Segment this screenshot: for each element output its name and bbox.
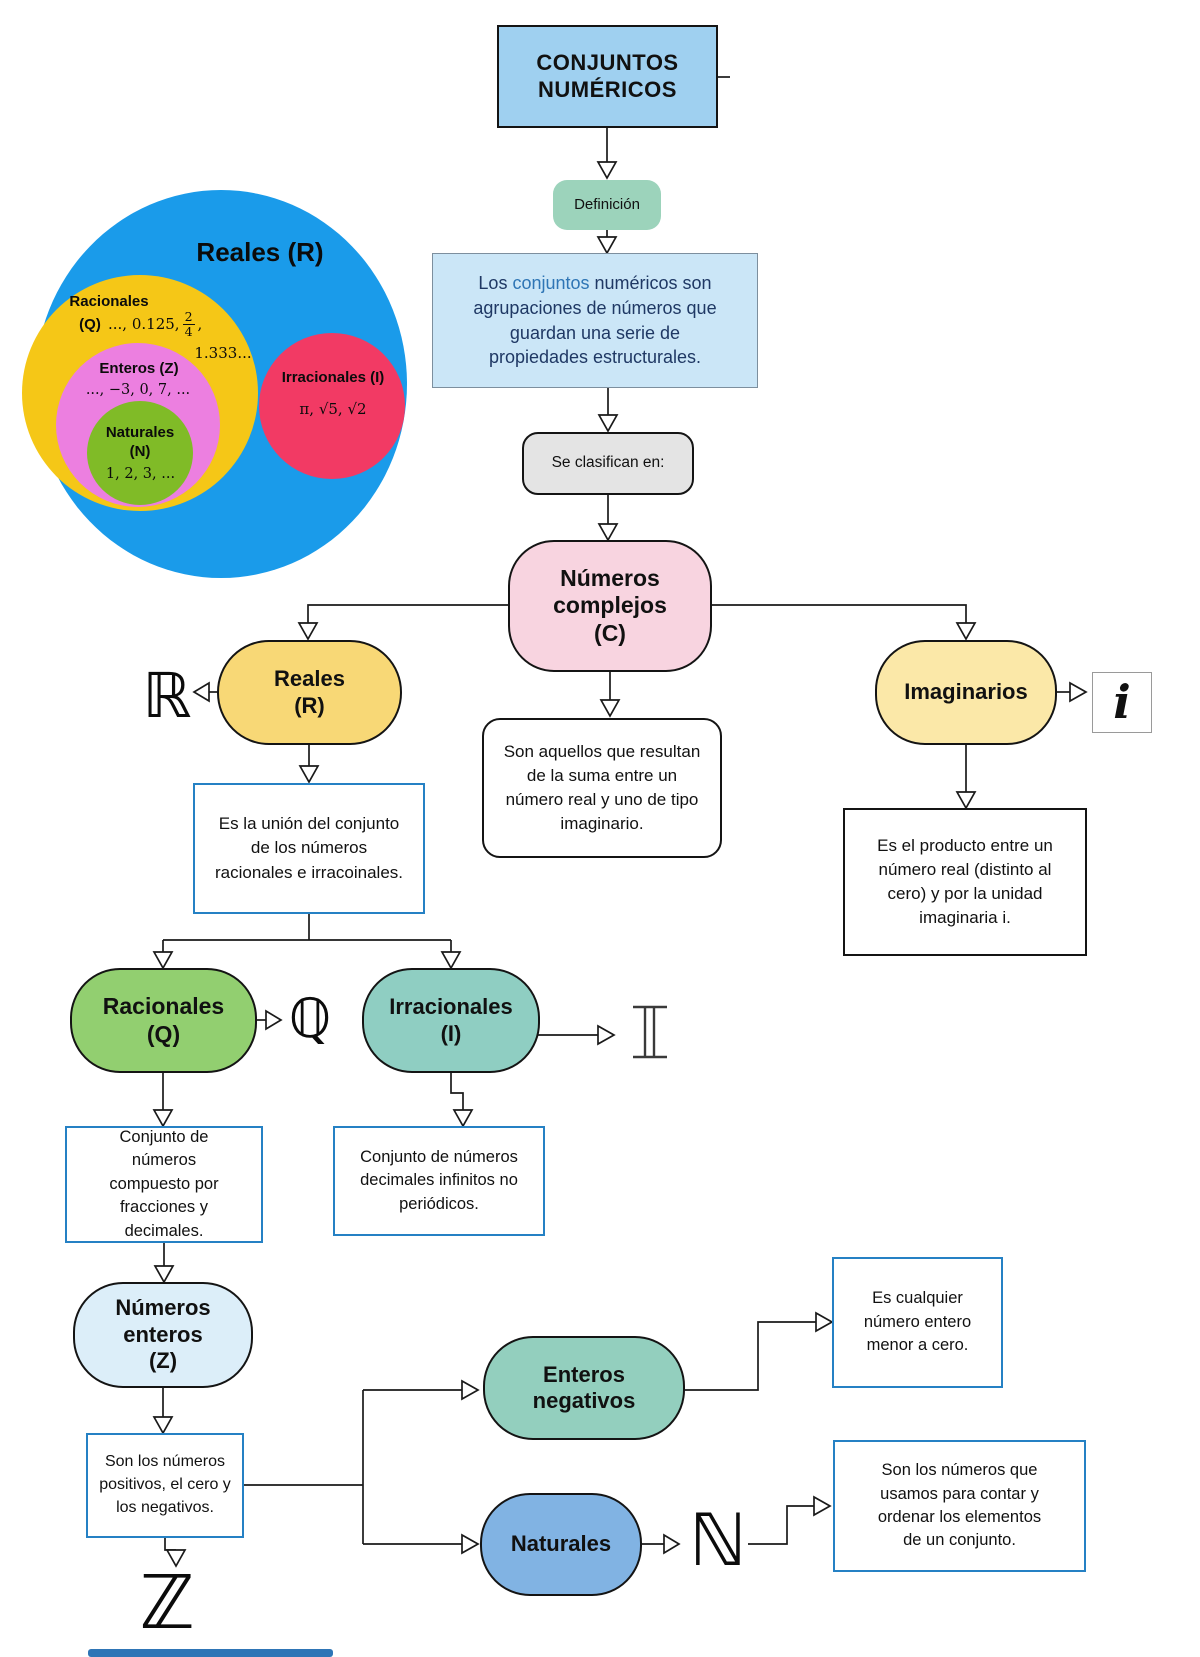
integer-numbers-symbol: ℤ: [139, 1560, 195, 1646]
venn-naturales-sub: (N): [129, 443, 151, 460]
venn-racionales-sub: (Q): [79, 316, 101, 333]
imaginary-unit-symbol: i: [1092, 672, 1152, 733]
complejos-node: Números complejos (C): [508, 540, 712, 672]
venn-racionales-label: Racionales: [69, 293, 149, 310]
venn-racionales-examples2: 1.333...: [194, 344, 252, 362]
clasifican-node: Se clasifican en:: [522, 432, 694, 495]
imaginarios-description-box: Es el producto entre un número real (dis…: [843, 808, 1087, 956]
venn-enteros-examples: ..., −3, 0, 7, ...: [85, 382, 191, 398]
reales-description-box: Es la unión del conjunto de los números …: [193, 783, 425, 914]
venn-reales-label: Reales (R): [196, 237, 324, 267]
venn-irracionales-examples: π, √5, √2: [299, 400, 367, 418]
venn-naturales-label: Naturales: [105, 424, 175, 441]
enteros-description-box: Son los números positivos, el cero y los…: [86, 1433, 244, 1538]
definition-box: Los conjuntos numéricos son agrupaciones…: [432, 253, 758, 388]
fraction: 2 4: [182, 309, 195, 339]
irracionales-description-box: Conjunto de números decimales infinitos …: [333, 1126, 545, 1236]
definicion-node: Definición: [553, 180, 661, 230]
venn-naturales-circle: [87, 401, 193, 505]
real-numbers-symbol: ℝ: [142, 659, 192, 732]
imaginarios-node: Imaginarios: [875, 640, 1057, 745]
rational-numbers-symbol: ℚ: [288, 987, 332, 1050]
reales-node: Reales (R): [217, 640, 402, 745]
page-title: CONJUNTOS NUMÉRICOS: [497, 25, 718, 128]
definition-text: Los conjuntos numéricos son agrupaciones…: [473, 272, 717, 368]
cropped-node-edge: [88, 1649, 333, 1657]
venn-racionales-examples: ..., 0.125, 2 4 ,: [108, 309, 203, 339]
venn-naturales-examples: 1, 2, 3, ...: [105, 466, 176, 482]
natural-numbers-symbol: ℕ: [689, 1498, 747, 1582]
enteros-negativos-node: Enteros negativos: [483, 1336, 685, 1440]
venn-enteros-label: Enteros (Z): [99, 360, 179, 377]
enteros-node: Números enteros (Z): [73, 1282, 253, 1388]
enteros-negativos-description-box: Es cualquier número entero menor a cero.: [832, 1257, 1003, 1388]
racionales-description-box: Conjunto de números compuesto por fracci…: [65, 1126, 263, 1243]
venn-irracionales-label: Irracionales (I): [281, 369, 385, 386]
venn-irracionales-circle: [259, 333, 405, 479]
racionales-node: Racionales (Q): [70, 968, 257, 1073]
highlighted-word: conjuntos: [512, 272, 590, 293]
irrational-numbers-symbol: [633, 1005, 667, 1059]
naturales-description-box: Son los números que usamos para contar y…: [833, 1440, 1086, 1572]
complejos-description-box: Son aquellos que resultan de la suma ent…: [482, 718, 722, 858]
naturales-node: Naturales: [480, 1493, 642, 1596]
irracionales-node: Irracionales (I): [362, 968, 540, 1073]
